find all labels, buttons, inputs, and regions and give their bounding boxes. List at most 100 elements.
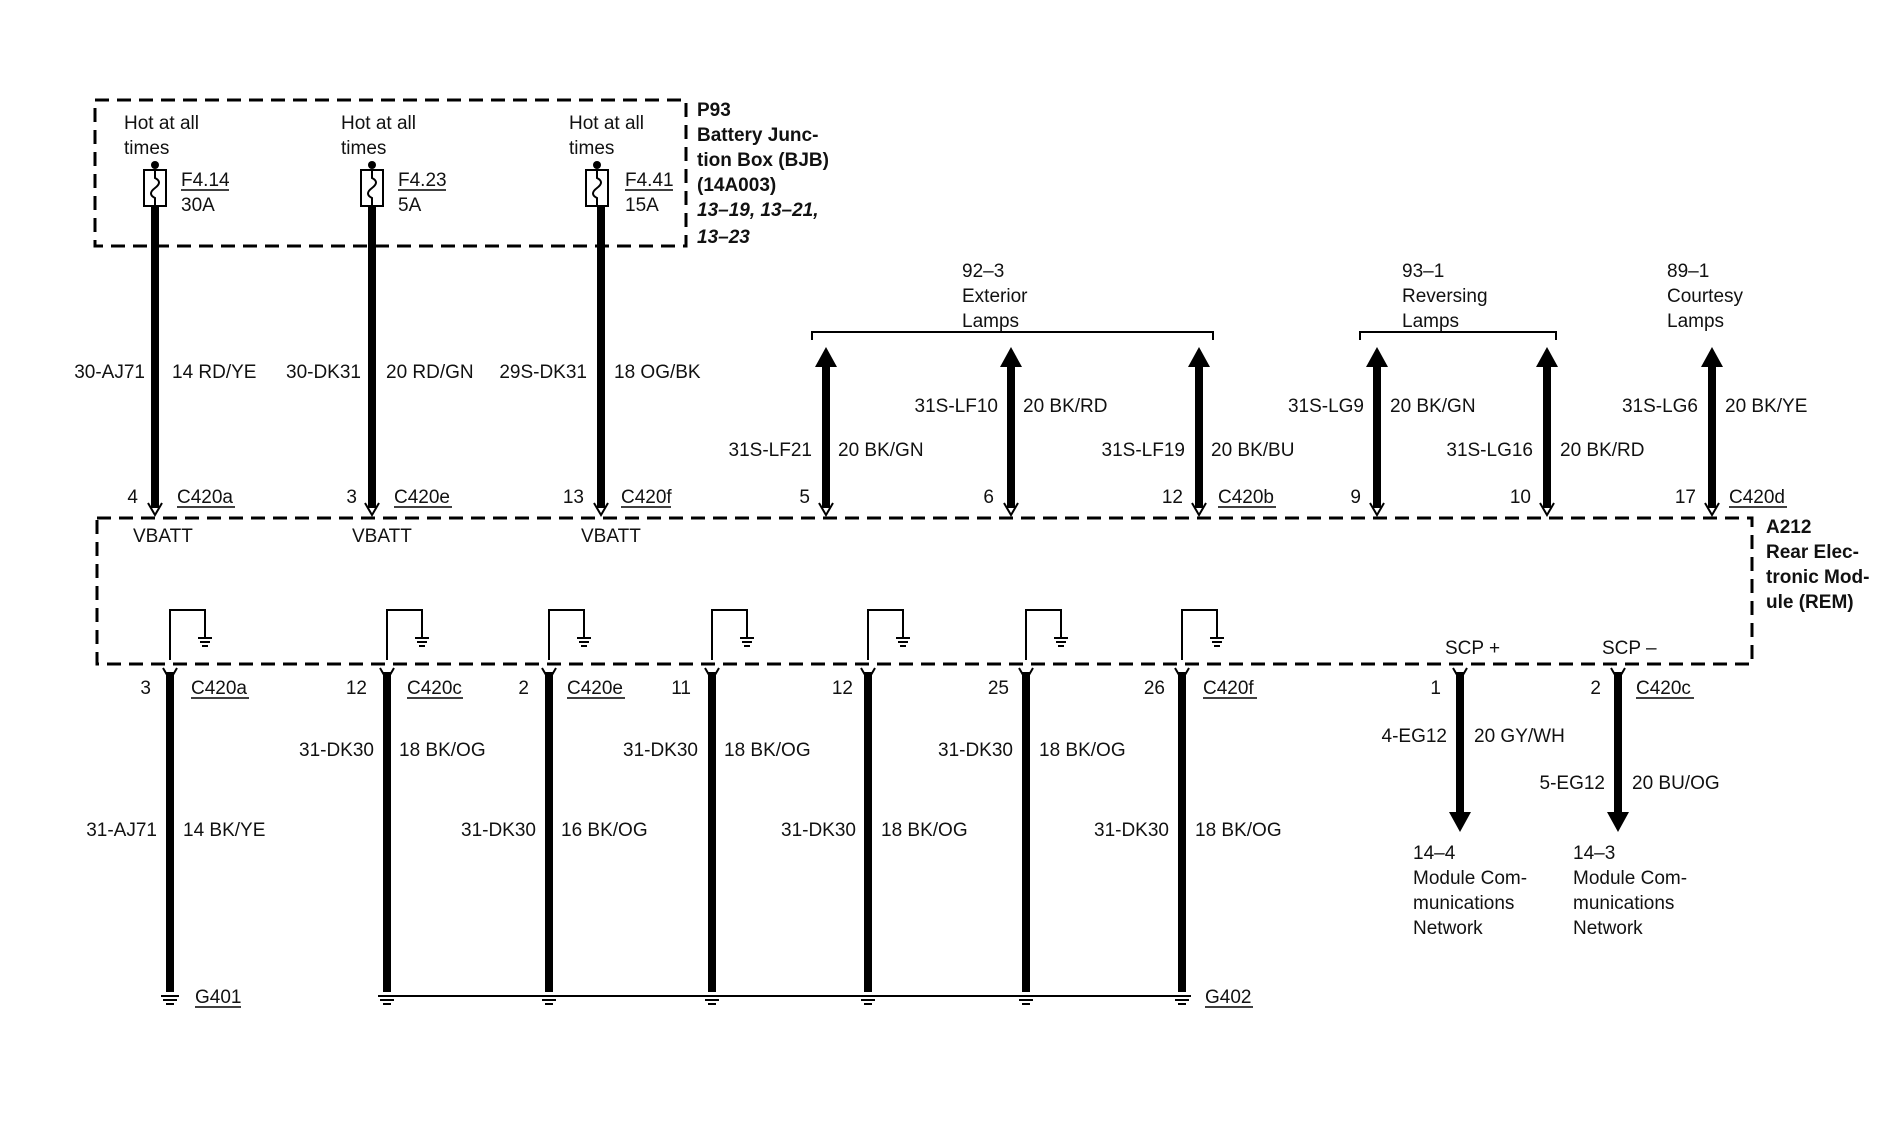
- output-wire-lf10-pin-icon: [1003, 502, 1019, 517]
- output-wire-lf19-pin: 12: [1162, 487, 1183, 508]
- destination-exterior-ref: 92–3: [962, 261, 1004, 282]
- ground-icon-5: [859, 995, 877, 1005]
- fuse-f4-23-amps: 5A: [398, 195, 422, 216]
- supply-wire-1-wire: 14 RD/YE: [172, 362, 256, 383]
- rem-name-line3: ule (REM): [1766, 592, 1854, 613]
- fuse-f4-41-amps: 15A: [625, 195, 659, 216]
- scp-minus-arrow-icon: [1607, 812, 1629, 832]
- output-wire-lf21-circuit: 31S-LF21: [729, 440, 812, 461]
- fuse-f4-14-hot-label-1: Hot at all: [124, 113, 199, 134]
- ground-wire-7-circuit: 31-DK30: [1094, 820, 1169, 841]
- output-wire-lf19-wire: 20 BK/BU: [1211, 440, 1294, 461]
- destination-exterior-line2: Lamps: [962, 311, 1019, 332]
- ground-wire-6-wire: 18 BK/OG: [1039, 740, 1126, 761]
- destination-reversing-ref: 93–1: [1402, 261, 1444, 282]
- fuse-f4-23: Hot at all times F4.23 5A: [341, 113, 447, 216]
- ground-icon-6: [1017, 995, 1035, 1005]
- output-wire-lf10: 31S-LF10 20 BK/RD 6: [915, 347, 1107, 517]
- scp-plus-arrow-icon: [1449, 812, 1471, 832]
- output-wire-lg6-wire: 20 BK/YE: [1725, 396, 1807, 417]
- rem-ref: A212: [1766, 517, 1811, 538]
- fuse-f4-41-element-icon: [592, 170, 602, 206]
- ground-wire-2: 12 C420c 31-DK30 18 BK/OG: [299, 667, 486, 1005]
- fuse-f4-23-hot-label-1: Hot at all: [341, 113, 416, 134]
- ground-wire-1-pin: 3: [140, 678, 151, 699]
- ground-wire-2-pin-icon: [379, 667, 395, 682]
- output-wire-lg9: 31S-LG9 20 BK/GN 9: [1288, 347, 1476, 517]
- output-wire-lg6-circuit: 31S-LG6: [1622, 396, 1698, 417]
- fuse-f4-14-element-icon: [150, 170, 160, 206]
- output-wire-lg16-arrow-icon: [1536, 347, 1558, 367]
- internal-ground-hooks: [169, 609, 1224, 660]
- output-wire-lg16-pin: 10: [1510, 487, 1531, 508]
- supply-wire-1-pin: 4: [127, 487, 138, 508]
- destination-exterior-line1: Exterior: [962, 286, 1028, 307]
- output-wire-lf21-wire: 20 BK/GN: [838, 440, 924, 461]
- fuse-f4-14: Hot at all times F4.14 30A: [124, 113, 230, 216]
- rem-name-line1: Rear Elec-: [1766, 542, 1859, 563]
- bjb-ref: P93: [697, 100, 731, 121]
- scp-plus-wire: 20 GY/WH: [1474, 726, 1565, 747]
- ground-wire-1-circuit: 31-AJ71: [86, 820, 157, 841]
- fuse-f4-14-amps: 30A: [181, 195, 215, 216]
- internal-ground-hook-7: [1181, 609, 1218, 660]
- ground-wire-7-pin: 26: [1144, 678, 1165, 699]
- output-wire-lg6-connector: C420d: [1729, 487, 1785, 508]
- supply-wire-3: 29S-DK31 18 OG/BK 13 C420f VBATT: [499, 206, 701, 547]
- scp-minus-line2: munications: [1573, 893, 1674, 914]
- scp-plus-circuit-id: 4-EG12: [1382, 726, 1447, 747]
- ground-wire-6-circuit: 31-DK30: [938, 740, 1013, 761]
- supply-wire-3-connector: C420f: [621, 487, 672, 508]
- fuse-f4-41-id: F4.41: [625, 170, 674, 191]
- supply-wire-3-circuit: 29S-DK31: [499, 362, 587, 383]
- rem-name-line2: tronic Mod-: [1766, 567, 1869, 588]
- supply-wire-2: 30-DK31 20 RD/GN 3 C420e VBATT: [286, 206, 474, 547]
- scp-minus-circuit-id: 5-EG12: [1540, 773, 1605, 794]
- ground-icon-internal-2: [415, 637, 429, 647]
- ground-wire-4-circuit: 31-DK30: [623, 740, 698, 761]
- supply-wire-3-signal: VBATT: [581, 526, 641, 547]
- fuse-f4-14-id: F4.14: [181, 170, 230, 191]
- fuse-f4-41: Hot at all times F4.41 15A: [569, 113, 674, 216]
- internal-ground-hook-4: [711, 609, 748, 660]
- output-wire-lg6-arrow-icon: [1701, 347, 1723, 367]
- destination-reversing-line2: Lamps: [1402, 311, 1459, 332]
- ground-icon-internal-4: [740, 637, 754, 647]
- scp-plus-label: SCP +: [1445, 638, 1500, 659]
- output-wire-lg9-pin-icon: [1369, 502, 1385, 517]
- output-wire-lg16: 31S-LG16 20 BK/RD 10: [1446, 347, 1644, 517]
- fuse-f4-41-hot-label-1: Hot at all: [569, 113, 644, 134]
- fuse-f4-23-terminal: [368, 161, 376, 169]
- ground-wire-3-pin: 2: [518, 678, 529, 699]
- ground-wire-4: 11 31-DK30 18 BK/OG: [623, 667, 811, 1005]
- ground-wire-3-circuit: 31-DK30: [461, 820, 536, 841]
- output-wire-lf21: 31S-LF21 20 BK/GN 5: [729, 347, 924, 517]
- ground-wire-2-connector: C420c: [407, 678, 462, 699]
- ground-icon-internal-3: [577, 637, 591, 647]
- ground-wire-3-connector: C420e: [567, 678, 623, 699]
- supply-wire-2-connector: C420e: [394, 487, 450, 508]
- destination-courtesy-line1: Courtesy: [1667, 286, 1744, 307]
- output-wire-lg16-pin-icon: [1539, 502, 1555, 517]
- scp-plus-circuit: SCP + 1 4-EG12 20 GY/WH 14–4 Module Com-…: [1382, 638, 1565, 939]
- ground-wire-1: 3 C420a 31-AJ71 14 BK/YE G401: [86, 667, 265, 1008]
- output-wire-lg9-pin: 9: [1350, 487, 1361, 508]
- destination-reversing-bracket: [1359, 331, 1557, 340]
- supply-wire-1-signal: VBATT: [133, 526, 193, 547]
- ground-wire-4-pin: 11: [671, 678, 691, 699]
- destination-exterior-bracket: [811, 331, 1214, 340]
- ground-icon-internal-6: [1054, 637, 1068, 647]
- ground-point-g401: G401: [195, 987, 241, 1008]
- supply-wire-1-connector: C420a: [177, 487, 233, 508]
- supply-wire-2-circuit: 30-DK31: [286, 362, 361, 383]
- ground-wire-6-pin-icon: [1018, 667, 1034, 682]
- ground-wire-3: 2 C420e 31-DK30 16 BK/OG: [461, 667, 648, 1005]
- scp-minus-pin-icon: [1610, 667, 1626, 682]
- ground-wire-7: 26 C420f 31-DK30 18 BK/OG G402: [1094, 667, 1282, 1008]
- internal-ground-hook-3: [548, 609, 585, 660]
- scp-minus-pin: 2: [1590, 678, 1601, 699]
- destination-reversing-lamps: 93–1 Reversing Lamps: [1359, 261, 1557, 340]
- bjb-name-line2: tion Box (BJB): [697, 150, 829, 171]
- supply-wire-3-wire: 18 OG/BK: [614, 362, 701, 383]
- output-wire-lg6-pin: 17: [1675, 487, 1696, 508]
